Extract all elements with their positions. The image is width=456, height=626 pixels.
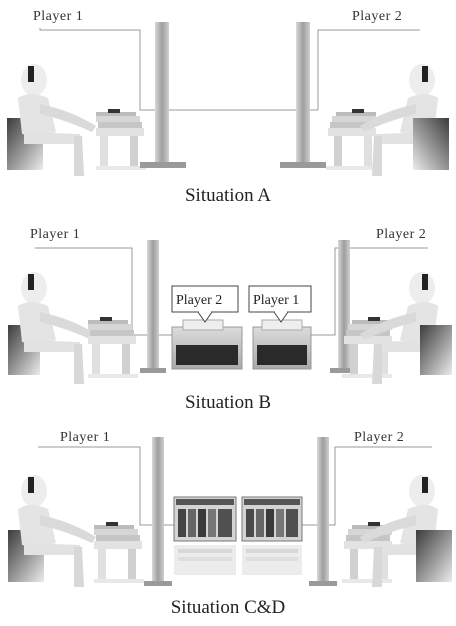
speaker-pole-icon (317, 437, 329, 585)
speaker-base (144, 581, 172, 586)
stool-icon (413, 118, 449, 170)
bubble-label: Player 2 (176, 293, 222, 308)
player2-label: Player 2 (354, 430, 404, 445)
scene-b-drawing: Player 1 Player 2 Player 2 (8, 227, 452, 384)
screenshot-icon (173, 496, 237, 575)
link-line-right (290, 446, 432, 526)
speaker-pole-icon (155, 22, 169, 162)
keyboard-icon (326, 109, 376, 170)
player2-label: Player 2 (376, 227, 426, 242)
caption-situation-a: Situation A (184, 185, 272, 206)
speech-bubble-right: Player 1 (248, 285, 312, 323)
speaker-pole-icon (152, 437, 164, 585)
link-line-left (39, 28, 318, 111)
caption-situation-cd: Situation C&D (170, 597, 286, 618)
scene-a-drawing: Player 1 Player 2 (7, 9, 449, 176)
link-line-right (310, 247, 428, 336)
monitor-icon (252, 319, 312, 370)
scene-a: Player 1 Player 2 (0, 0, 456, 185)
speaker-base (330, 368, 356, 373)
player2-label: Player 2 (352, 9, 402, 24)
player1-label: Player 1 (33, 9, 83, 24)
link-line-right (317, 29, 420, 110)
player1-label: Player 1 (30, 227, 80, 242)
scene-cd-drawing: Player 1 Player 2 (8, 430, 452, 587)
speech-bubble-left: Player 2 (171, 285, 239, 323)
keyboard-icon (88, 317, 138, 378)
speaker-pole-icon (147, 240, 159, 368)
monitor-icon (171, 319, 243, 370)
speaker-base (140, 162, 186, 168)
caption-situation-b: Situation B (184, 392, 272, 413)
speaker-base (280, 162, 326, 168)
scene-b: Player 1 Player 2 Player 2 (0, 220, 456, 385)
player1-label: Player 1 (60, 430, 110, 445)
speaker-base (309, 581, 337, 586)
speaker-base (140, 368, 166, 373)
scene-cd: Player 1 Player 2 (0, 425, 456, 595)
stool-icon (420, 325, 452, 375)
keyboard-icon (96, 109, 146, 170)
screenshot-icon (241, 496, 303, 575)
speaker-pole-icon (296, 22, 310, 162)
speaker-pole-icon (338, 240, 350, 368)
bubble-label: Player 1 (253, 293, 299, 308)
stool-icon (416, 530, 452, 582)
keyboard-icon (94, 522, 144, 583)
